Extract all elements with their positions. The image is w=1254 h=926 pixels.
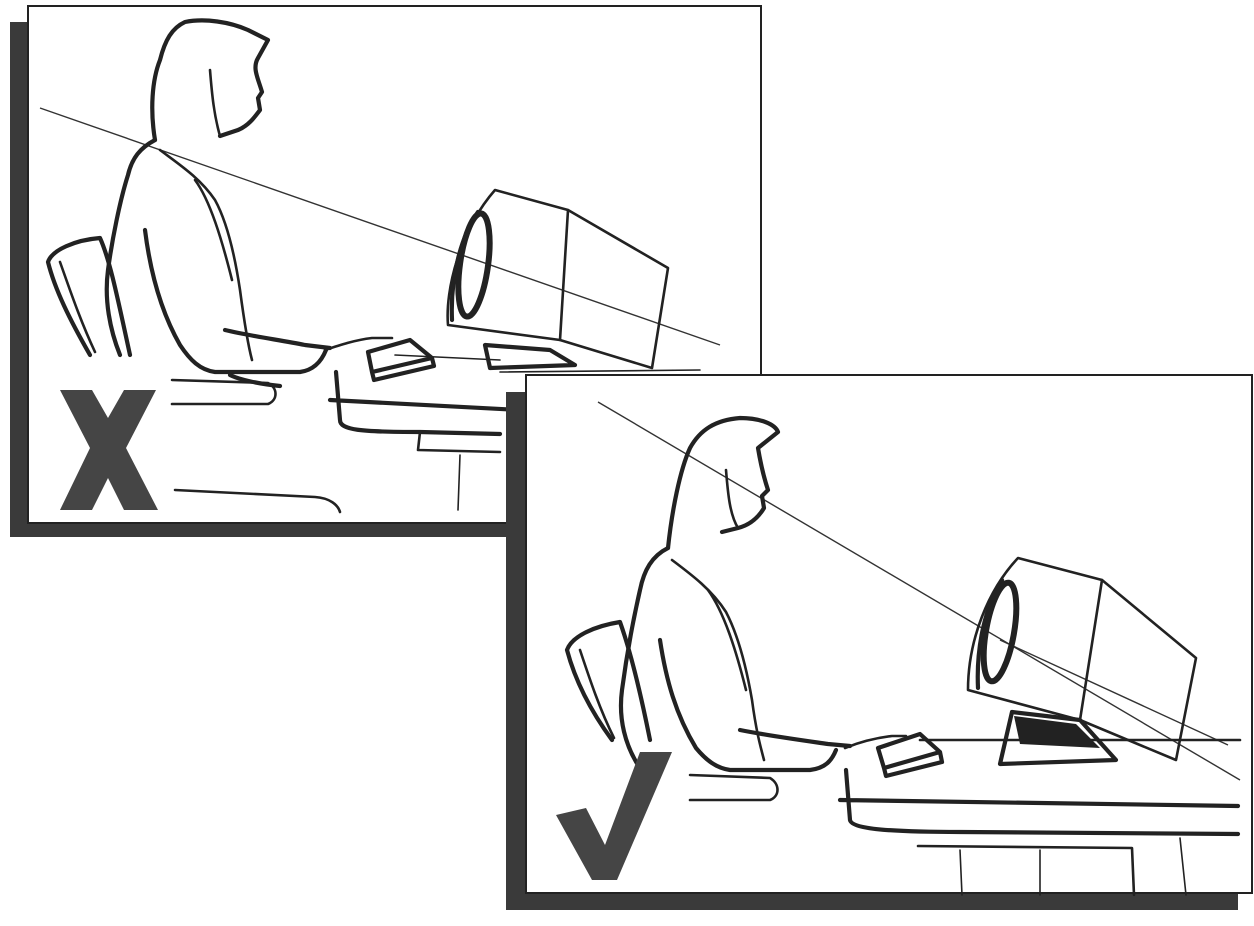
- panel-incorrect-keyboard: [365, 337, 437, 383]
- panel-incorrect-sight-line: [39, 107, 721, 346]
- panel-correct-person: [618, 415, 908, 773]
- panel-correct-check-icon: [556, 752, 672, 880]
- panel-incorrect-monitor: [446, 188, 701, 373]
- panel-correct-sight-line: [597, 401, 1241, 781]
- panel-correct-chair: [564, 619, 653, 743]
- panel-incorrect-person: [104, 18, 394, 389]
- panel-correct-keyboard: [875, 731, 945, 779]
- panel-incorrect-cross-icon: [60, 390, 158, 510]
- panel-incorrect: [10, 5, 762, 537]
- panel-correct-monitor: [966, 556, 1198, 767]
- panel-incorrect-desk: [327, 369, 523, 437]
- panel-incorrect-chair: [45, 235, 133, 358]
- panel-correct-desk: [837, 767, 1241, 837]
- panel-correct: [506, 374, 1253, 910]
